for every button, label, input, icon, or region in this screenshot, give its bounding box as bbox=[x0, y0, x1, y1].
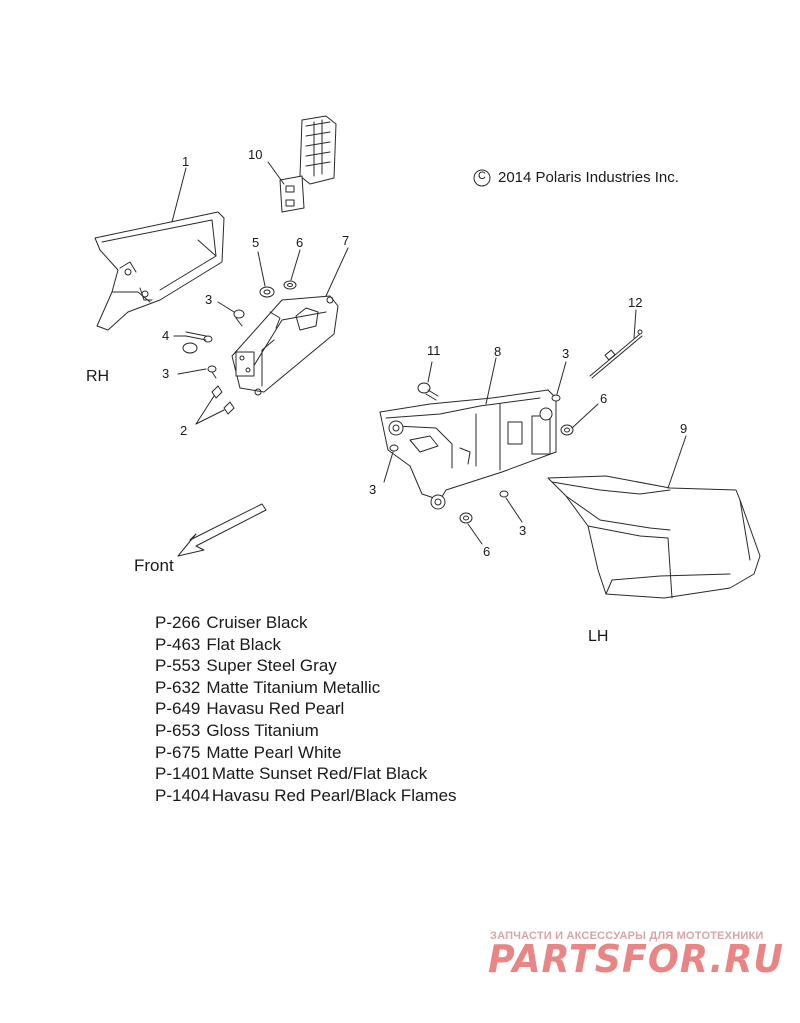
callout-5: 5 bbox=[252, 235, 260, 250]
watermark-logo: PARTSFOR.RU bbox=[488, 937, 784, 981]
paint-code: P-632 bbox=[155, 677, 201, 697]
callout-3: 3 bbox=[205, 292, 213, 307]
paint-code: P-1404 bbox=[155, 785, 210, 805]
callout-2: 2 bbox=[180, 423, 188, 438]
paint-code-item: P-266 Cruiser Black bbox=[155, 612, 457, 634]
callout-6: 6 bbox=[600, 391, 608, 406]
rh-side-label: RH bbox=[86, 368, 110, 385]
part-3-screw-rh-a bbox=[233, 309, 245, 327]
part-5-nut bbox=[259, 286, 275, 298]
callout-3: 3 bbox=[562, 346, 570, 361]
front-direction-arrow bbox=[177, 503, 267, 557]
callout-1: 1 bbox=[182, 154, 190, 169]
callout-4: 4 bbox=[162, 328, 170, 343]
paint-code: P-463 bbox=[155, 634, 201, 654]
callout-12: 12 bbox=[628, 295, 643, 310]
callout-3: 3 bbox=[369, 482, 377, 497]
callout-11: 11 bbox=[427, 343, 441, 358]
part-10-relay-bracket bbox=[279, 115, 337, 213]
part-6-grommet-lh-a bbox=[560, 424, 574, 436]
part-8-lh-bracket bbox=[379, 389, 557, 510]
part-2-clips bbox=[211, 385, 235, 415]
paint-name: Flat Black bbox=[206, 634, 282, 654]
paint-code: P-653 bbox=[155, 720, 201, 740]
paint-code: P-649 bbox=[155, 699, 201, 719]
callout-7: 7 bbox=[342, 233, 350, 248]
watermark-tagline: ЗАПЧАСТИ И АКСЕССУАРЫ ДЛЯ МОТОТЕХНИКИ bbox=[490, 930, 764, 942]
paint-name: Havasu Red Pearl bbox=[206, 699, 345, 719]
paint-code: P-266 bbox=[155, 613, 201, 632]
copyright-notice: C 2014 Polaris Industries Inc. bbox=[474, 169, 679, 186]
callout-9: 9 bbox=[680, 421, 688, 436]
part-3-screw-rh-b bbox=[207, 365, 217, 379]
paint-name: Havasu Red Pearl/Black Flames bbox=[211, 785, 457, 805]
part-9-lh-side-cover bbox=[547, 475, 761, 599]
part-1-rh-side-cover bbox=[94, 211, 225, 331]
leader-1 bbox=[171, 167, 187, 223]
copyright-text: 2014 Polaris Industries Inc. bbox=[498, 169, 679, 186]
paint-code: P-1401 bbox=[155, 764, 210, 784]
paint-name: Gloss Titanium bbox=[206, 720, 319, 740]
part-12-cable-tie bbox=[589, 329, 643, 379]
callout-3: 3 bbox=[519, 523, 527, 538]
part-3-screw-lh-b bbox=[389, 444, 399, 452]
callout-6: 6 bbox=[483, 544, 491, 559]
callout-10: 10 bbox=[248, 147, 263, 162]
copyright-circle bbox=[473, 169, 491, 187]
front-label: Front bbox=[134, 556, 174, 575]
part-6-grommet-rh bbox=[283, 280, 297, 290]
paint-name: Matte Sunset Red/Flat Black bbox=[211, 764, 428, 784]
part-6-grommet-lh-b bbox=[459, 512, 473, 524]
paint-code: P-553 bbox=[155, 656, 201, 676]
part-4-bolt-washer bbox=[182, 331, 213, 354]
copyright-symbol: C bbox=[478, 170, 486, 182]
paint-name: Super Steel Gray bbox=[206, 656, 337, 676]
callout-6: 6 bbox=[296, 235, 304, 250]
leader-10 bbox=[267, 161, 285, 185]
callout-3: 3 bbox=[162, 366, 170, 381]
lh-side-label: LH bbox=[588, 628, 609, 645]
paint-name: Cruiser Black bbox=[206, 613, 308, 632]
paint-name: Matte Pearl White bbox=[206, 742, 342, 762]
svg-text:PARTSFOR.RU: PARTSFOR.RU bbox=[488, 937, 784, 981]
part-11-bolt bbox=[417, 382, 439, 401]
paint-code: P-675 bbox=[155, 742, 201, 762]
part-3-screw-lh-a bbox=[551, 394, 561, 402]
callout-8: 8 bbox=[494, 344, 502, 359]
part-3-screw-lh-c bbox=[499, 490, 509, 498]
paint-name: Matte Titanium Metallic bbox=[206, 677, 381, 697]
part-7-rh-bracket bbox=[231, 295, 339, 396]
